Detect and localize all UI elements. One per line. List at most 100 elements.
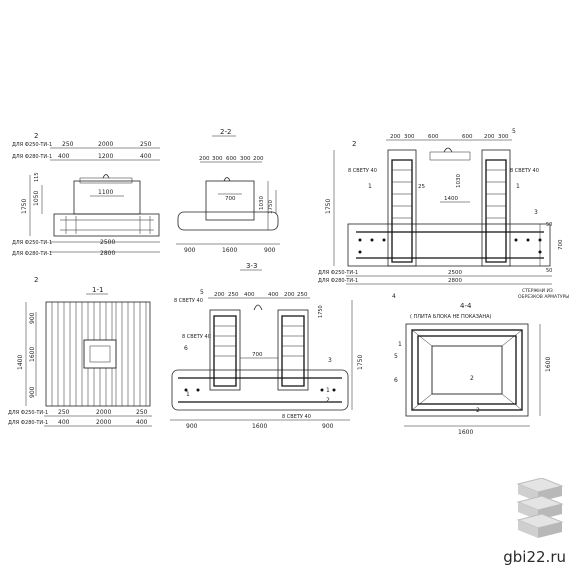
dim: 2000 — [96, 409, 111, 416]
plan-outline — [405, 323, 529, 417]
note: ( ПЛИТА БЛОКА НЕ ПОКАЗАНА) — [410, 314, 492, 320]
base-slab — [177, 211, 279, 231]
dim: 1600 — [222, 247, 237, 254]
section-title: 2-2 — [220, 128, 231, 136]
dim: 600 — [462, 134, 473, 140]
dim: 2800 — [448, 278, 462, 284]
column-right — [481, 149, 511, 267]
dim: 1750 — [268, 200, 274, 214]
dim: 250 — [136, 409, 148, 416]
dim: 1600 — [458, 429, 473, 436]
dim: 900 — [186, 423, 198, 430]
section-3-3-bottom: 3-3 8 СВЕТУ 40 8 СВЕТУ 40 8 СВЕТУ 40 200… — [170, 262, 364, 430]
dim: 250 — [62, 141, 74, 148]
mark: 1 — [326, 387, 330, 394]
dim: 200 — [253, 156, 264, 162]
label-d280: ДЛЯ Ф280-ТИ-1 — [8, 420, 48, 426]
dim: 400 — [58, 419, 70, 426]
section-2-2: 2-2 200 300 600 300 200 700 900 1600 900… — [176, 128, 280, 254]
label-d280: ДЛЯ Ф280-ТИ-1 — [318, 278, 358, 284]
dim: 400 — [58, 153, 70, 160]
mark: 2 — [470, 375, 474, 382]
section-mark: 2 — [352, 140, 356, 148]
dim: 200 — [284, 292, 295, 298]
lifting-loop — [253, 304, 263, 311]
dim: 1050 — [33, 191, 40, 206]
section-1-1: 1-1 1400 900 1600 900 ДЛЯ Ф250-ТИ-1 250 … — [8, 286, 152, 427]
mark: 1 — [516, 183, 520, 190]
mark: 1 — [398, 341, 402, 348]
mark: 1 — [368, 183, 372, 190]
dim: 700 — [252, 352, 263, 358]
mark: 4 — [392, 293, 396, 300]
dim: 25 — [418, 184, 425, 190]
dim: 400 — [140, 153, 152, 160]
plan-outline — [45, 301, 151, 407]
dim: 115 — [34, 172, 40, 182]
label-d250-top: ДЛЯ Ф250-ТИ-1 — [12, 142, 52, 148]
mark: 6 — [394, 377, 398, 384]
dim: 250 — [58, 409, 70, 416]
mark: 5 — [394, 353, 398, 360]
label-step: 8 СВЕТУ 40 — [282, 414, 311, 420]
dim: 300 — [240, 156, 251, 162]
dim: 400 — [244, 292, 255, 298]
base-slab — [171, 369, 349, 411]
label-d280-top: ДЛЯ Ф280-ТИ-1 — [12, 154, 52, 160]
site-name: gbi22.ru — [503, 548, 566, 566]
mark: 3 — [534, 209, 538, 216]
dim: 1200 — [98, 153, 113, 160]
dim: 900 — [264, 247, 276, 254]
section-title: 1-1 — [92, 286, 103, 294]
column-left — [387, 149, 417, 267]
section-4-4: 4-4 ( ПЛИТА БЛОКА НЕ ПОКАЗАНА) 1600 1600… — [394, 302, 552, 436]
dim: 1600 — [545, 357, 552, 372]
dim: 900 — [29, 386, 36, 398]
dim: 1750 — [325, 199, 332, 214]
lifting-loop — [223, 177, 231, 182]
label-d280-bot: ДЛЯ Ф280-ТИ-1 — [12, 251, 52, 257]
dim: 1030 — [259, 196, 265, 210]
dim: 50 — [546, 222, 552, 228]
label-rods2: ОБРЕЗКОВ АРМАТУРЫ — [518, 294, 569, 300]
dim: 600 — [226, 156, 237, 162]
label-rods: СТЕРЖНИ ИЗ — [522, 288, 553, 294]
dim: 700 — [225, 196, 236, 202]
dim: 250 — [228, 292, 239, 298]
dim: 1750 — [357, 355, 364, 370]
label-step: 8 СВЕТУ 40 — [174, 298, 203, 304]
label-d250: ДЛЯ Ф250-ТИ-1 — [8, 410, 48, 416]
dim: 2800 — [100, 250, 115, 257]
dim: 300 — [498, 134, 509, 140]
dim: 1600 — [29, 347, 36, 362]
dim: 1400 — [444, 196, 458, 202]
dim: 200 — [199, 156, 210, 162]
dim: 2000 — [96, 419, 111, 426]
lifting-loop — [443, 147, 453, 153]
dim: 600 — [428, 134, 439, 140]
mark: 2 — [476, 407, 480, 414]
dim: 2500 — [100, 239, 115, 246]
dim: 300 — [212, 156, 223, 162]
dim: 200 — [214, 292, 225, 298]
dim: 1030 — [456, 174, 462, 188]
dim: 1400 — [17, 355, 24, 370]
dim: 200 — [390, 134, 401, 140]
dim: 250 — [140, 141, 152, 148]
section-mark: 2 — [34, 132, 38, 140]
dim: 1100 — [98, 189, 113, 196]
elevation-view: ДЛЯ Ф250-ТИ-1 ДЛЯ Ф280-ТИ-1 250 2000 250… — [12, 132, 160, 284]
dim: 900 — [184, 247, 196, 254]
mark: 3 — [328, 357, 332, 364]
section-3-3-top: 200 300 600 600 200 300 1400 25 1030 175… — [318, 128, 569, 300]
base-slab — [347, 223, 551, 267]
label-d250-bot: ДЛЯ Ф250-ТИ-1 — [12, 240, 52, 246]
dim: 400 — [268, 292, 279, 298]
dim: 400 — [136, 419, 148, 426]
dim: 900 — [29, 312, 36, 324]
label-d250: ДЛЯ Ф250-ТИ-1 — [318, 270, 358, 276]
dim: 200 — [484, 134, 495, 140]
label-step: 8 СВЕТУ 40 — [348, 168, 377, 174]
opening — [431, 345, 503, 395]
